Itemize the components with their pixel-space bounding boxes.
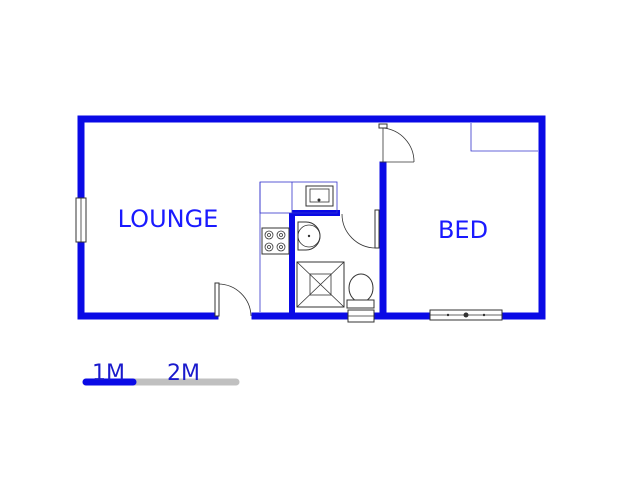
bathroom-door bbox=[341, 209, 380, 249]
scale-label-1m: 1M bbox=[92, 361, 125, 386]
hand-basin bbox=[297, 221, 321, 251]
shower bbox=[296, 261, 345, 308]
south-window bbox=[429, 309, 503, 321]
stove bbox=[261, 227, 290, 255]
entrance-door bbox=[214, 282, 252, 317]
scale-bar: 1M 2M bbox=[82, 361, 240, 386]
bedroom-cupboard bbox=[470, 123, 538, 152]
west-window bbox=[75, 197, 87, 243]
exterior-walls bbox=[77, 115, 546, 320]
bedroom-door bbox=[378, 123, 415, 163]
room-label-bed: BED bbox=[438, 216, 488, 244]
room-label-lounge: LOUNGE bbox=[118, 205, 219, 233]
kitchen-sink bbox=[305, 185, 334, 207]
kitchen-counter bbox=[259, 181, 338, 312]
scale-label-2m: 2M bbox=[167, 361, 200, 386]
toilet bbox=[346, 273, 375, 323]
